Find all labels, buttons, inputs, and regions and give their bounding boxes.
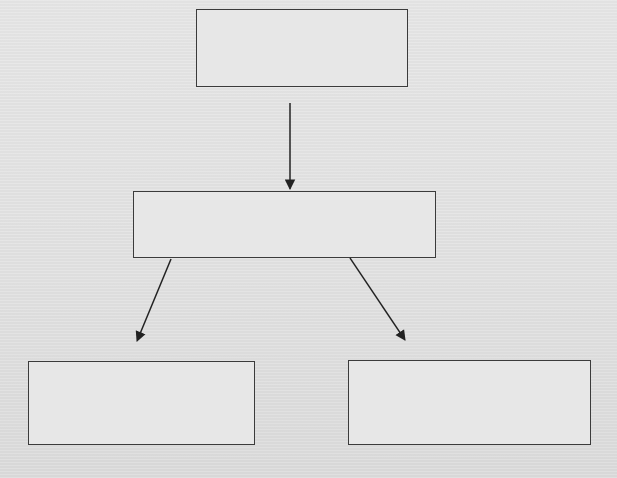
bottom-right-box[interactable] — [348, 360, 591, 445]
arrow-middle-to-right — [349, 257, 406, 341]
arrow-middle-to-left — [135, 258, 172, 342]
top-box[interactable] — [196, 9, 408, 87]
middle-box[interactable] — [133, 191, 436, 258]
bottom-left-box[interactable] — [28, 361, 255, 445]
